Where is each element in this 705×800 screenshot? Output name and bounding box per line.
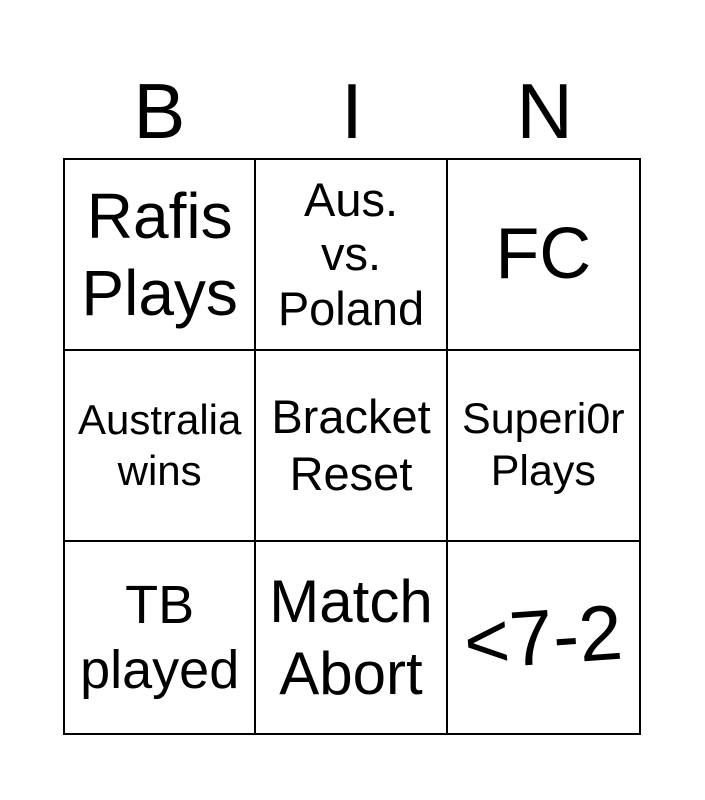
- bingo-cell-text: TB played: [80, 574, 240, 700]
- bingo-cell-text: Aus. vs. Poland: [277, 173, 425, 335]
- bingo-cell-text: Australia wins: [77, 396, 242, 494]
- header-letter-b: B: [133, 67, 186, 155]
- bingo-cell-r1c2[interactable]: Aus. vs. Poland: [256, 160, 448, 351]
- bingo-cell-text: Bracket Reset: [271, 390, 431, 500]
- bingo-cell-text: Match Abort: [269, 567, 433, 707]
- bingo-cell-r3c2[interactable]: Match Abort: [256, 542, 448, 733]
- bingo-grid: Rafis Plays Aus. vs. Poland FC Australia…: [63, 158, 641, 735]
- bingo-cell-text: FC: [495, 214, 592, 295]
- bingo-column-headers: B I N: [63, 0, 641, 150]
- bingo-cell-text: <7-2: [461, 587, 626, 687]
- bingo-cell-r1c1[interactable]: Rafis Plays: [65, 160, 257, 351]
- header-letter-i: I: [341, 67, 363, 155]
- bingo-cell-r3c1[interactable]: TB played: [65, 542, 257, 733]
- bingo-cell-text: Rafis Plays: [81, 179, 238, 329]
- bingo-cell-r2c1[interactable]: Australia wins: [65, 351, 257, 542]
- bingo-cell-r2c3[interactable]: Superi0r Plays: [447, 351, 639, 542]
- bingo-cell-r3c3[interactable]: <7-2: [447, 542, 639, 733]
- bingo-cell-r2c2[interactable]: Bracket Reset: [256, 351, 448, 542]
- header-letter-n: N: [516, 67, 573, 155]
- bingo-cell-r1c3[interactable]: FC: [447, 160, 639, 351]
- bingo-cell-text: Superi0r Plays: [462, 394, 625, 495]
